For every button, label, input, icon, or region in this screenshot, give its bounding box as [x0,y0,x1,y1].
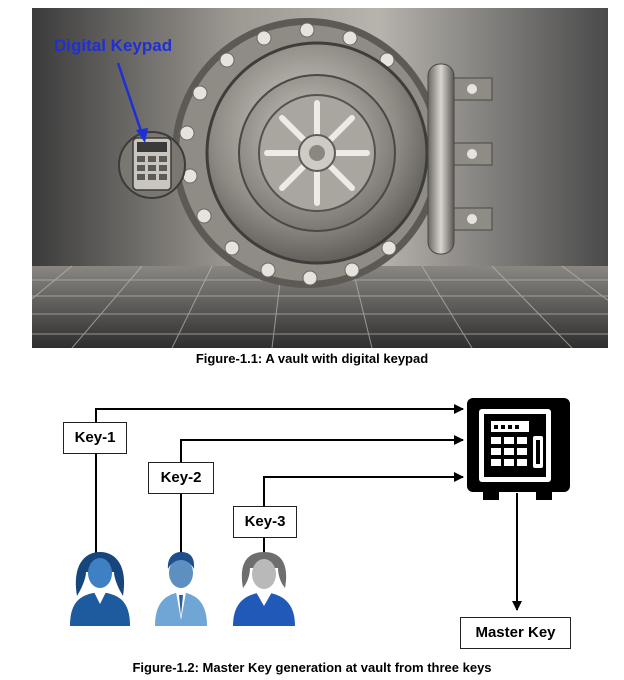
key-1-line [95,404,464,556]
key-2-box: Key-2 [148,462,214,494]
person-2-icon [155,552,207,626]
digital-keypad-label: Digital Keypad [54,36,173,55]
vault-icon [467,398,570,500]
figure-2-caption: Figure-1.2: Master Key generation at vau… [132,660,492,675]
person-1-icon [70,552,130,626]
master-key-box: Master Key [460,617,571,649]
figure-1-caption: Figure-1.1: A vault with digital keypad [195,351,429,366]
key-2-line [180,435,464,556]
key-1-box: Key-1 [63,422,127,454]
vault-photo [32,8,608,348]
person-3-icon [233,552,295,626]
key-3-box: Key-3 [233,506,297,538]
